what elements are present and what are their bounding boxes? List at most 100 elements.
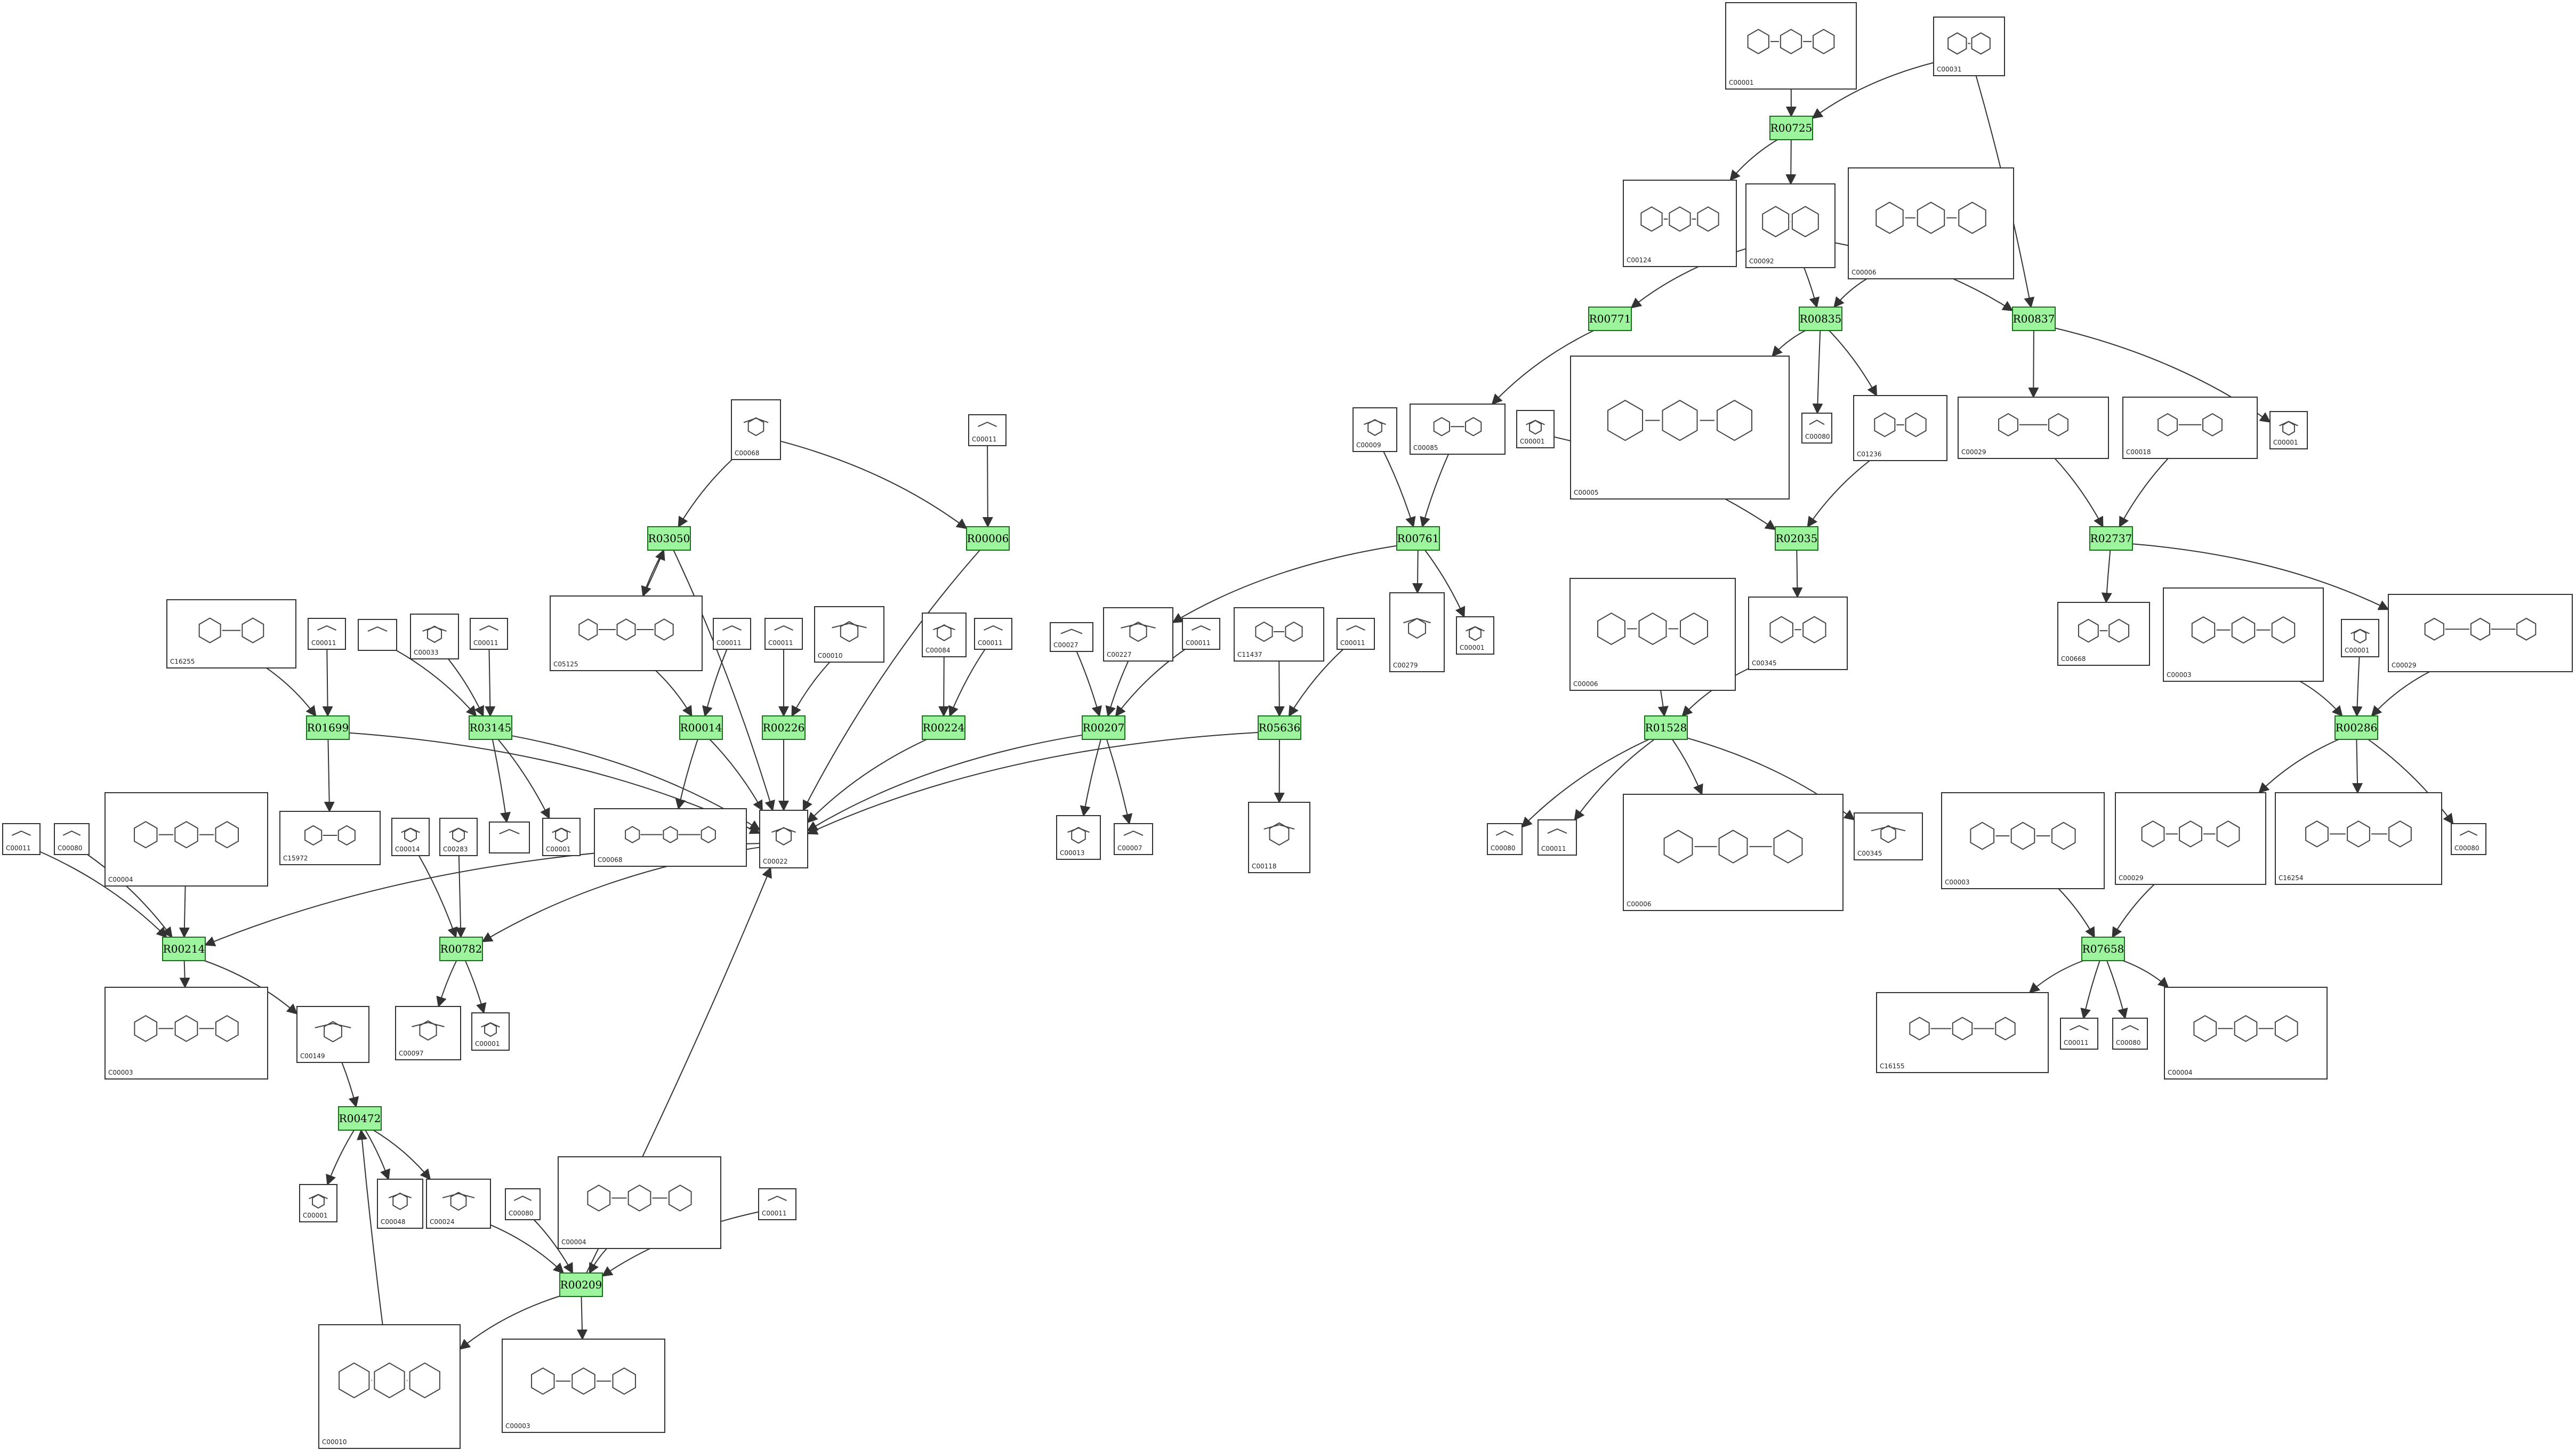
compound-c_c00011_g[interactable]: C00011: [1182, 618, 1220, 650]
compound-c_c00003_b[interactable]: C00003: [1941, 792, 2105, 889]
compound-c_c00001_f[interactable]: C00001: [542, 818, 581, 856]
compound-c_c00080_a[interactable]: C00080: [1801, 413, 1832, 444]
compound-c_c00080_c[interactable]: C00080: [2451, 823, 2486, 855]
compound-c_c00124[interactable]: C00124: [1623, 180, 1737, 267]
compound-c_c00080_e[interactable]: C00080: [2112, 1018, 2148, 1050]
compound-c_c11437[interactable]: C11437: [1234, 607, 1324, 662]
compound-c_c16254[interactable]: C16254: [2275, 792, 2442, 885]
compound-c_c00018[interactable]: C00018: [2122, 397, 2258, 459]
compound-c_c00003_d[interactable]: C00003: [502, 1339, 665, 1433]
compound-c_c00014[interactable]: C00014: [391, 818, 430, 856]
reaction-node-R03145[interactable]: R03145: [469, 715, 512, 740]
compound-c_c00001_h[interactable]: C00001: [299, 1184, 337, 1222]
reaction-node-R00782[interactable]: R00782: [439, 937, 483, 961]
reaction-node-R07658[interactable]: R07658: [2081, 937, 2125, 961]
compound-c_c00031[interactable]: C00031: [1933, 17, 2005, 76]
compound-c_c00345[interactable]: C00345: [1748, 597, 1848, 670]
compound-c_c00010_b[interactable]: C00010: [318, 1324, 461, 1449]
reaction-node-R05636[interactable]: R05636: [1258, 715, 1301, 740]
compound-c_c00001_g[interactable]: C00001: [471, 1012, 510, 1051]
compound-c_c00006_a[interactable]: C00006: [1848, 167, 2014, 279]
reaction-node-R01699[interactable]: R01699: [306, 715, 350, 740]
compound-c_c00092[interactable]: C00092: [1745, 183, 1836, 268]
compound-c_c00011_a[interactable]: C00011: [968, 414, 1007, 446]
reaction-node-R01528[interactable]: R01528: [1644, 715, 1688, 740]
compound-c_c00003_a[interactable]: C00003: [2163, 587, 2324, 682]
reaction-node-R00835[interactable]: R00835: [1799, 307, 1842, 331]
compound-c_c00013[interactable]: C00013: [1056, 815, 1101, 860]
compound-c_c00279[interactable]: C00279: [1389, 592, 1445, 672]
compound-c_c00227[interactable]: C00227: [1103, 607, 1173, 662]
compound-c_blank_a[interactable]: [358, 619, 397, 651]
compound-c_c00001_c[interactable]: C00001: [1456, 616, 1494, 655]
reaction-node-R00209[interactable]: R00209: [559, 1272, 603, 1297]
compound-c_c00011_e[interactable]: C00011: [764, 618, 803, 650]
compound-c_c15972[interactable]: C15972: [279, 811, 381, 865]
compound-c_c00668[interactable]: C00668: [2057, 602, 2150, 666]
compound-c_c00010[interactable]: C00010: [814, 606, 884, 663]
compound-c_c00001_d[interactable]: C00001: [2341, 619, 2379, 657]
compound-c_c00027[interactable]: C00027: [1050, 622, 1093, 652]
compound-c_c00011_h[interactable]: C00011: [1337, 618, 1375, 650]
reaction-node-R00214[interactable]: R00214: [162, 937, 206, 961]
compound-c_c00029_b[interactable]: C00029: [2388, 594, 2573, 672]
compound-c_blank_b[interactable]: [489, 821, 530, 853]
compound-c_c00097[interactable]: C00097: [395, 1006, 461, 1060]
compound-c_c00011_c[interactable]: C00011: [470, 618, 508, 650]
compound-c_c00345_b[interactable]: C00345: [1854, 812, 1923, 860]
compound-c_c00048[interactable]: C00048: [377, 1179, 423, 1229]
compound-c_c16255[interactable]: C16255: [166, 599, 296, 668]
reaction-node-R00837[interactable]: R00837: [2012, 307, 2056, 331]
compound-c_c00004_c[interactable]: C00004: [558, 1156, 721, 1249]
reaction-node-R00771[interactable]: R00771: [1588, 307, 1632, 331]
compound-c_udpg[interactable]: C00001: [1725, 2, 1857, 90]
compound-c_c00080_f[interactable]: C00080: [505, 1188, 541, 1220]
reaction-node-R00224[interactable]: R00224: [922, 715, 965, 740]
compound-c_c00001_a[interactable]: C00001: [1516, 410, 1555, 448]
compound-c_c00003_c[interactable]: C00003: [104, 987, 268, 1080]
compound-c_c00006_b[interactable]: C00006: [1569, 578, 1736, 691]
compound-c_c01236[interactable]: C01236: [1853, 395, 1947, 461]
reaction-node-R00014[interactable]: R00014: [679, 715, 723, 740]
reaction-node-R00006[interactable]: R00006: [966, 526, 1010, 551]
compound-c_c00068[interactable]: C00068: [731, 399, 781, 460]
compound-c_c00005_a[interactable]: C00005: [1570, 356, 1790, 500]
compound-c_c00033[interactable]: C00033: [410, 614, 459, 659]
compound-c_c00084[interactable]: C00084: [922, 613, 967, 657]
compound-c_c00011_d[interactable]: C00011: [713, 618, 751, 650]
reaction-node-R00286[interactable]: R00286: [2334, 715, 2378, 740]
compound-c_c00149[interactable]: C00149: [296, 1006, 369, 1063]
reaction-node-R02737[interactable]: R02737: [2089, 526, 2133, 551]
compound-c_c00085[interactable]: C00085: [1410, 404, 1506, 455]
compound-c_c00011_i[interactable]: C00011: [1537, 819, 1577, 856]
compound-c_c00004_a[interactable]: C00004: [104, 792, 268, 887]
compound-c_c00011_f[interactable]: C00011: [974, 618, 1012, 650]
compound-c_c00080_d[interactable]: C00080: [54, 823, 90, 855]
compound-c_c05125[interactable]: C05125: [550, 595, 703, 671]
compound-c_c00004_b[interactable]: C00004: [2164, 987, 2328, 1080]
compound-c_c00001_b[interactable]: C00001: [2269, 411, 2308, 449]
reaction-node-R00761[interactable]: R00761: [1396, 526, 1440, 551]
reaction-node-R03050[interactable]: R03050: [647, 526, 691, 551]
compound-c_c00029_c[interactable]: C00029: [2115, 792, 2266, 885]
compound-c_c00011_l[interactable]: C00011: [758, 1188, 796, 1220]
reaction-node-R00472[interactable]: R00472: [338, 1106, 382, 1131]
compound-c_c00009_a[interactable]: C00009: [1353, 407, 1397, 452]
compound-c_c00024[interactable]: C00024: [426, 1179, 491, 1229]
reaction-node-R00725[interactable]: R00725: [1769, 116, 1813, 140]
compound-c_c16155[interactable]: C16155: [1876, 992, 2049, 1073]
reaction-node-R00226[interactable]: R00226: [762, 715, 806, 740]
compound-c_c00011_j[interactable]: C00011: [2, 823, 41, 855]
compound-c_c00007[interactable]: C00007: [1114, 823, 1153, 855]
reaction-node-R02035[interactable]: R02035: [1775, 526, 1818, 551]
compound-c_c00011_b[interactable]: C00011: [308, 618, 346, 650]
compound-c_c00022[interactable]: C00022: [759, 810, 808, 868]
compound-c_c00080_b[interactable]: C00080: [1487, 823, 1523, 855]
compound-c_c00011_k[interactable]: C00011: [2060, 1018, 2098, 1050]
compound-c_c00068_b[interactable]: C00068: [594, 808, 747, 867]
compound-c_c00006_c[interactable]: C00006: [1623, 794, 1844, 911]
compound-c_c00029[interactable]: C00029: [1958, 397, 2109, 459]
compound-c_c00118[interactable]: C00118: [1248, 802, 1310, 873]
reaction-node-R00207[interactable]: R00207: [1082, 715, 1125, 740]
compound-c_c00283[interactable]: C00283: [439, 818, 478, 856]
